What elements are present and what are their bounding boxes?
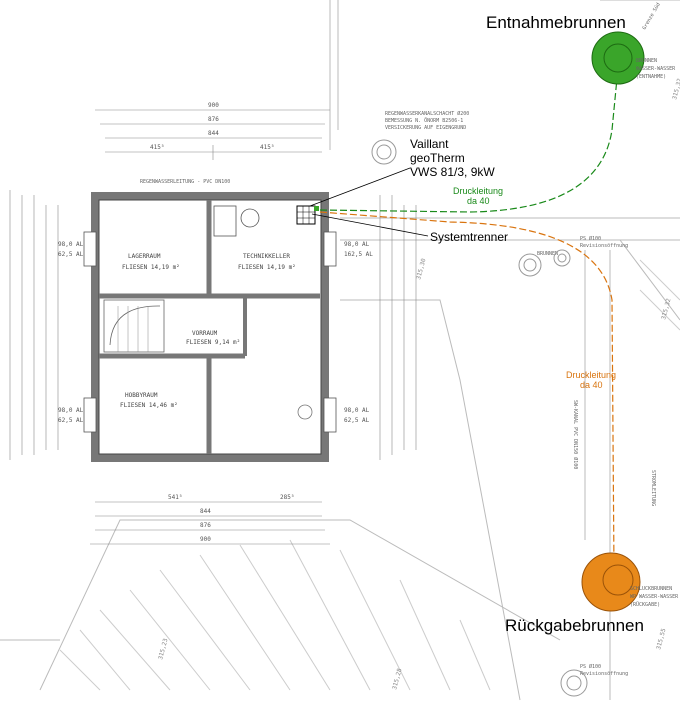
dim-top-415b: 415⁵ xyxy=(260,144,274,151)
hatch-lines xyxy=(59,259,680,691)
win-left-bot-1: 98,0 AL xyxy=(58,407,84,414)
bottom-dimensions xyxy=(90,501,330,545)
dim-top-415a: 415⁵ xyxy=(150,144,164,151)
win-right-top-2: 162,5 AL xyxy=(344,251,373,258)
win-right-bot-1: 98,0 AL xyxy=(344,407,370,414)
dim-top-876: 876 xyxy=(208,116,219,123)
orange-line-label-2: da 40 xyxy=(580,380,603,390)
dim-bot-900: 900 xyxy=(200,536,211,543)
extraction-tag-1: BRUNNEN xyxy=(636,58,657,64)
heatpump-leader xyxy=(309,167,411,207)
room-lagerraum-area: FLIESEN 14,19 m² xyxy=(122,264,180,271)
green-connector xyxy=(314,206,319,211)
dim-bot-844: 844 xyxy=(200,508,211,515)
room-hobbyraum: HOBBYRAUM xyxy=(125,392,158,399)
rainwater-label-2: BEMESSUNG N. ÖNORM B2506-1 xyxy=(385,117,463,124)
system-separator-label: Systemtrenner xyxy=(430,230,508,244)
extraction-tag-3: (ENTNAHME) xyxy=(636,74,666,80)
ground-label-3: 315,32 xyxy=(660,297,672,320)
return-well-title: Rückgabebrunnen xyxy=(505,616,644,635)
room-lagerraum: LAGERRAUM xyxy=(128,253,161,260)
orange-pressure-line xyxy=(319,211,615,571)
top-dimensions xyxy=(95,109,330,160)
extraction-tag-2: WASSER-WASSER xyxy=(636,66,676,72)
heatpump-symbol xyxy=(296,205,316,225)
heatpump-line-2: geoTherm xyxy=(410,151,465,165)
sw-kanal-label: SW-KANAL PVC DN150 Ø100 xyxy=(572,400,579,469)
rainwater-label-3: VERSICKERUNG AUF EIGENGRUND xyxy=(385,125,466,131)
ground-label-4: 315,30 xyxy=(415,257,427,280)
ps-top-1: PS Ø100 xyxy=(580,235,601,242)
ps-bottom-1: PS Ø100 xyxy=(580,663,601,670)
room-technikkeller-area: FLIESEN 14,19 m² xyxy=(238,264,296,271)
ps-bottom-2: Revisionsöffnung xyxy=(580,671,628,677)
win-right-bot-2: 62,5 AL xyxy=(344,417,370,424)
green-line-label-1: Druckleitung xyxy=(453,186,503,196)
extraction-well xyxy=(591,31,645,85)
heatpump-line-3: VWS 81/3, 9kW xyxy=(410,165,495,179)
room-hobbyraum-area: FLIESEN 14,46 m² xyxy=(120,402,178,409)
side-dimensions xyxy=(9,190,417,460)
room-technikkeller: TECHNIKKELLER xyxy=(243,253,290,260)
grenze-label: Grenze Süd xyxy=(642,2,662,31)
extraction-well-title: Entnahmebrunnen xyxy=(486,13,626,32)
room-vorraum-area: FLIESEN 9,14 m² xyxy=(186,339,240,346)
return-tag-1: SCHLUCKBRUNNEN xyxy=(630,586,672,592)
pvc-line-label: REGENWASSERLEITUNG - PVC DN100 xyxy=(140,179,230,185)
dim-bot-876: 876 xyxy=(200,522,211,529)
ground-label-5: 315,55 xyxy=(655,627,667,650)
ground-label-2: 315,28 xyxy=(391,667,403,690)
separator-leader xyxy=(311,213,429,237)
brunnen-mid-label: BRUNNEN xyxy=(537,251,558,257)
ps-top-2: Revisionsöffnung xyxy=(580,243,628,249)
extraction-well-inner xyxy=(603,43,633,73)
win-right-top-1: 98,0 AL xyxy=(344,241,370,248)
win-left-top-1: 98,0 AL xyxy=(58,241,84,248)
win-left-bot-2: 62,5 AL xyxy=(58,417,84,424)
dim-bot-541: 541⁵ xyxy=(168,494,182,501)
orange-line-label-1: Druckleitung xyxy=(566,370,616,380)
dim-top-844: 844 xyxy=(208,130,219,137)
return-tag-2: WP WASSER-WASSER xyxy=(630,594,679,600)
room-vorraum: VORRAUM xyxy=(192,330,218,337)
rainwater-label-1: REGENWASSERKANALSCHACHT Ø200 xyxy=(385,110,469,117)
manholes xyxy=(371,139,588,697)
green-pressure-line xyxy=(319,67,619,213)
win-left-top-2: 62,5 AL xyxy=(58,251,84,258)
dim-top-900: 900 xyxy=(208,102,219,109)
return-tag-3: (RÜCKGABE) xyxy=(630,601,660,608)
ground-label-6: 315,32 xyxy=(671,77,680,100)
ground-label-1: 315,23 xyxy=(157,637,169,660)
green-line-label-2: da 40 xyxy=(467,196,490,206)
heatpump-grid xyxy=(297,206,315,224)
building xyxy=(83,192,337,462)
return-well-inner xyxy=(602,564,634,596)
dim-bot-285: 285⁵ xyxy=(280,494,294,501)
stromleitung-label: STROMLEITUNG xyxy=(650,470,656,506)
heatpump-line-1: Vaillant xyxy=(410,137,449,151)
